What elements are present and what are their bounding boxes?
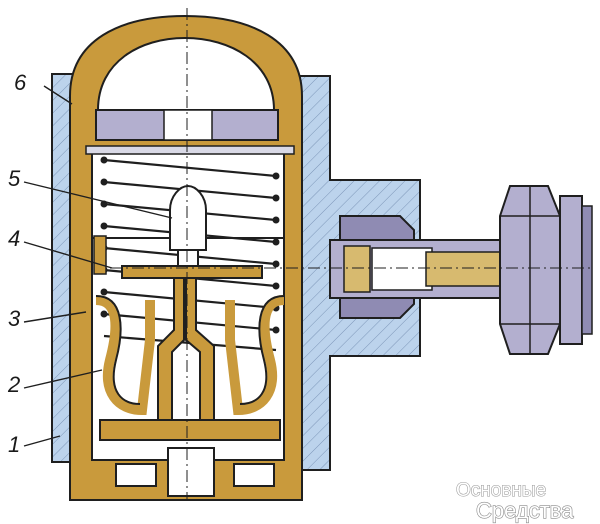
housing-slot-left xyxy=(115,463,157,487)
washer-edge xyxy=(581,205,593,335)
fitting-connector xyxy=(343,245,371,293)
bellows-2-outline xyxy=(95,295,285,405)
watermark-line-2: Средства xyxy=(476,498,574,523)
inner-cup xyxy=(99,419,281,441)
needle-base xyxy=(177,249,199,267)
watermark-line-1: Основные xyxy=(456,480,546,501)
housing-slot-right xyxy=(233,463,275,487)
spring-coil-ends xyxy=(100,156,280,334)
label-5: 5 xyxy=(8,166,21,191)
hex-nut-face xyxy=(500,186,560,354)
label-1: 1 xyxy=(8,432,20,457)
seat-ring-4 xyxy=(93,235,107,275)
needle-5 xyxy=(169,184,207,251)
label-4: 4 xyxy=(8,226,20,251)
fitting-pin xyxy=(425,251,513,287)
label-3: 3 xyxy=(8,306,21,331)
bellows-2 xyxy=(95,295,285,416)
label-2: 2 xyxy=(7,372,20,397)
label-6: 6 xyxy=(14,70,27,95)
fitting-bore xyxy=(371,247,433,291)
leader-lines xyxy=(23,85,173,447)
nut-plate-center xyxy=(163,109,213,141)
washer xyxy=(559,195,583,345)
spring-seat-top xyxy=(85,145,295,155)
valve-stem xyxy=(157,269,215,421)
housing-slot-center xyxy=(167,447,215,497)
